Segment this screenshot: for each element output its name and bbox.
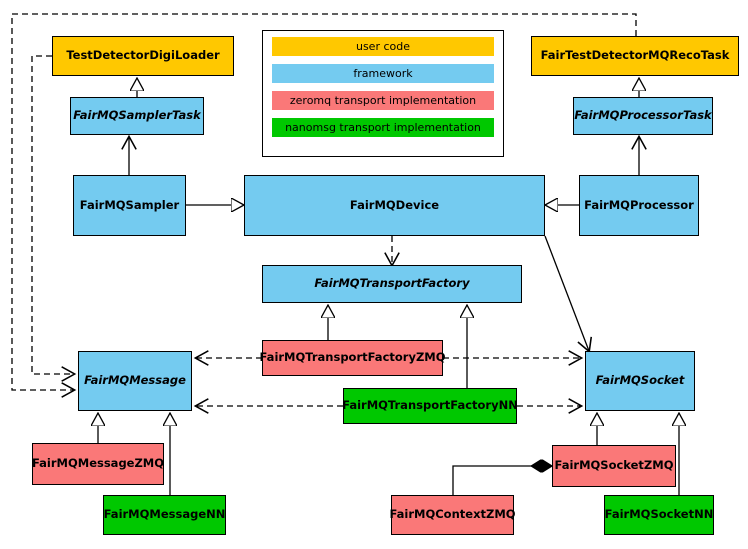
class-box-fairmqprocessor[interactable]: FairMQProcessor	[579, 175, 699, 236]
class-box-fairmqsocketnn[interactable]: FairMQSocketNN	[604, 495, 714, 535]
class-box-fairmqmessage[interactable]: FairMQMessage	[78, 351, 192, 411]
class-box-fairtestdetectormqrecotask[interactable]: FairTestDetectorMQRecoTask	[531, 36, 739, 76]
legend-item-framework: framework	[272, 64, 494, 83]
class-box-fairmqmessagezmq[interactable]: FairMQMessageZMQ	[32, 443, 164, 485]
class-box-fairmqtransportfactorynn[interactable]: FairMQTransportFactoryNN	[342, 388, 518, 424]
class-box-fairmqsampler[interactable]: FairMQSampler	[73, 175, 186, 236]
class-box-fairmqsamplertask[interactable]: FairMQSamplerTask	[70, 97, 204, 135]
legend-label-user-code: user code	[355, 40, 411, 53]
edge-digiloader-message	[31, 55, 74, 374]
legend-item-user-code: user code	[272, 37, 494, 56]
class-box-fairmqtransportfactoryzmq[interactable]: FairMQTransportFactoryZMQ	[260, 340, 446, 376]
class-box-fairmqdevice[interactable]: FairMQDevice	[244, 175, 545, 236]
legend-label-zeromq: zeromq transport implementation	[289, 94, 477, 107]
legend-item-nanomsg: nanomsg transport implementation	[272, 118, 494, 137]
legend-label-nanomsg: nanomsg transport implementation	[285, 121, 481, 134]
legend-label-framework: framework	[353, 67, 413, 80]
class-box-testdetectordigiloader[interactable]: TestDetectorDigiLoader	[52, 36, 234, 76]
class-box-fairmqcontextzmq[interactable]: FairMQContextZMQ	[389, 495, 516, 535]
class-box-fairmqsocketzmq[interactable]: FairMQSocketZMQ	[552, 445, 676, 487]
edge-device-socket	[544, 235, 589, 351]
legend-panel: user code framework zeromq transport imp…	[262, 30, 504, 157]
legend-item-zeromq: zeromq transport implementation	[272, 91, 494, 110]
class-box-fairmqsocket[interactable]: FairMQSocket	[585, 351, 695, 411]
class-box-fairmqtransportfactory[interactable]: FairMQTransportFactory	[262, 265, 522, 303]
class-box-fairmqmessagenn[interactable]: FairMQMessageNN	[103, 495, 226, 535]
edge-contextzmq-socketzmq	[452, 466, 552, 495]
class-box-fairmqprocessortask[interactable]: FairMQProcessorTask	[573, 97, 713, 135]
